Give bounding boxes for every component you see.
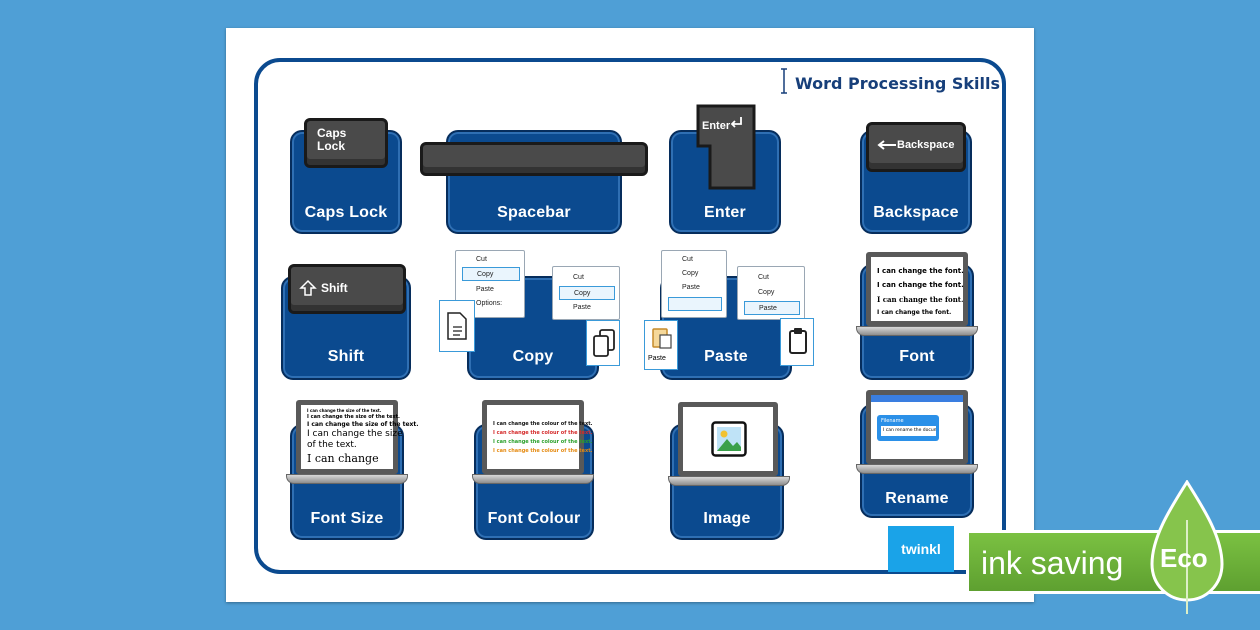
copy-context-menu: Cut Copy Paste Options: [455, 250, 525, 318]
shift-key: Shift [288, 264, 406, 314]
paste-icon-callout: Paste [644, 320, 678, 370]
rename-dialog: Filename I can rename the document. [877, 415, 939, 441]
copy-icon [593, 329, 615, 357]
card-label: Caps Lock [304, 204, 388, 221]
enter-key [696, 104, 756, 190]
document-icon [447, 312, 467, 340]
laptop-base [286, 474, 408, 484]
key-label: Caps [317, 126, 347, 140]
screen-text: I can change the colour of the text. [493, 439, 593, 445]
paste-icon-label: Paste [648, 355, 666, 362]
card-label: Font [899, 348, 935, 365]
shift-arrow-icon [299, 279, 317, 296]
laptop-base [472, 474, 594, 484]
card-label: Paste [704, 348, 748, 365]
screen-text: I can change the size of the text. [307, 414, 400, 420]
page-title: Word Processing Skills [795, 74, 1001, 93]
menu-item-cut[interactable]: Cut [682, 256, 693, 263]
card-label: Image [703, 510, 751, 527]
menu-item-copy[interactable]: Copy [758, 289, 775, 296]
copy-doc-callout [439, 300, 475, 352]
laptop-base [856, 326, 978, 336]
card-label: Backspace [873, 204, 959, 221]
screen-text: I can change the size of the text. [307, 421, 419, 428]
laptop-base [856, 464, 978, 474]
laptop-screen: I can change the size of the text. I can… [296, 400, 419, 474]
screen-text: I can change the font. [877, 267, 964, 275]
laptop-base [668, 476, 790, 486]
copy-icon-callout [586, 320, 620, 366]
screen-text: I can change the colour of the text. [493, 430, 593, 436]
screen-text: I can change the font. [877, 281, 964, 289]
laptop-screen: I can change the colour of the text. I c… [482, 400, 593, 474]
key-label: Shift [321, 281, 348, 295]
paste-context-menu: Cut Copy Paste Options: [661, 250, 727, 318]
clipboard-icon [652, 328, 672, 349]
screen-text: I can change [307, 452, 379, 465]
copy-context-menu-2: Cut Copy Paste [552, 266, 620, 320]
filename-input[interactable]: I can rename the document. [881, 426, 936, 436]
screen-text: I can change the size [307, 429, 403, 439]
card-label: Enter [704, 204, 746, 221]
card-label: Shift [327, 348, 365, 365]
menu-item-paste-options[interactable]: Paste Options: [476, 286, 503, 307]
dialog-title: Filename [881, 418, 904, 424]
screen-text: I can change the font. [877, 295, 964, 304]
caps-lock-key: Caps Lock [304, 118, 388, 168]
paste-option-icon[interactable] [668, 297, 722, 311]
screen-text: I can change the font. [877, 309, 952, 316]
left-arrow-icon [877, 140, 896, 150]
eco-label: Eco [1160, 543, 1208, 573]
badge-text: ink saving [981, 545, 1124, 581]
screen-text: I can change the colour of the text. [493, 421, 593, 427]
card-label: Spacebar [497, 204, 571, 221]
card-label: Font Colour [487, 510, 581, 527]
laptop-screen: I can change the font. I can change the … [866, 252, 968, 326]
screen-text: of the text. [307, 440, 357, 450]
key-label: Lock [317, 139, 346, 153]
paste-board-callout [780, 318, 814, 366]
screen-text: I can change the size of the text. [307, 408, 382, 413]
screen-text: I can change the colour of the text. [493, 448, 593, 454]
backspace-key: Backspace [866, 122, 966, 172]
clipboard-icon [789, 328, 807, 354]
laptop-screen: Filename I can rename the document. [866, 390, 968, 464]
return-arrow-icon [730, 117, 742, 128]
menu-item-copy[interactable]: Copy [559, 286, 615, 300]
twinkl-logo: twinkl [888, 526, 954, 572]
text-cursor-icon [781, 68, 787, 94]
image-icon [711, 421, 747, 457]
menu-item-cut[interactable]: Cut [758, 274, 769, 281]
menu-item-copy[interactable]: Copy [462, 267, 520, 281]
key-label: Enter [702, 120, 731, 132]
card-label: Rename [885, 490, 949, 507]
laptop-screen [678, 402, 778, 476]
menu-item-paste-options[interactable]: Paste Options: [682, 284, 708, 305]
paste-context-menu-2: Cut Copy Paste [737, 266, 805, 320]
menu-item-cut[interactable]: Cut [573, 274, 584, 281]
menu-item-copy[interactable]: Copy [682, 270, 699, 277]
card-label: Font Size [310, 510, 384, 527]
spacebar-key [420, 142, 648, 176]
key-label: Backspace [897, 139, 955, 151]
menu-item-cut[interactable]: Cut [476, 256, 487, 263]
eco-leaf-icon [1150, 480, 1224, 614]
card-label: Copy [512, 348, 554, 365]
menu-item-paste[interactable]: Paste [573, 304, 591, 311]
menu-item-paste[interactable]: Paste [744, 301, 800, 315]
window-titlebar [871, 395, 963, 402]
